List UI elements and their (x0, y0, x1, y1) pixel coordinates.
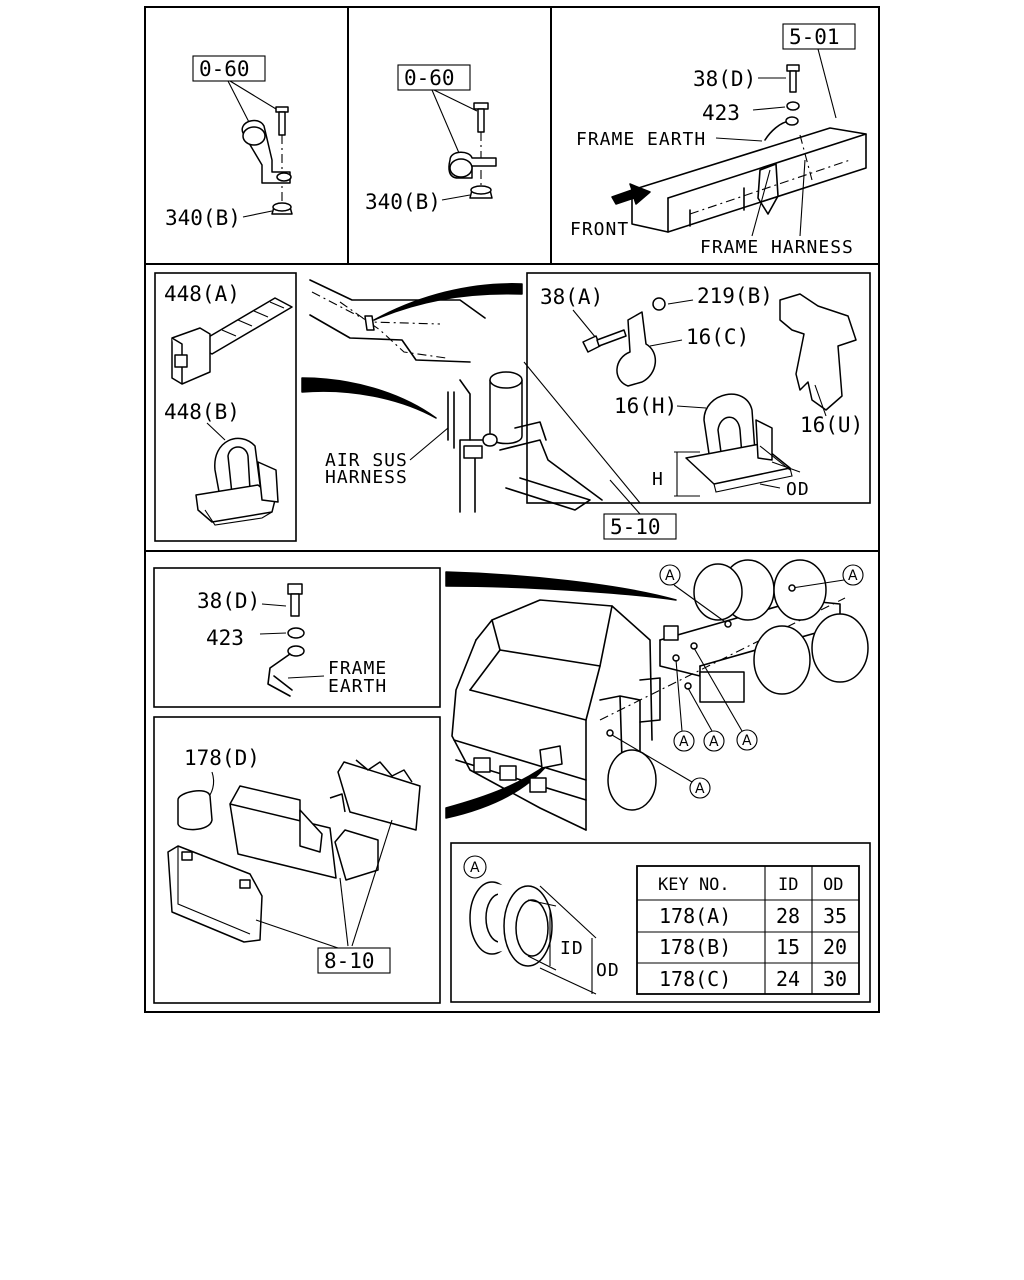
key-table: KEY NO. ID OD 178(A) 28 35 178(B) 15 20 … (636, 865, 860, 995)
label-front: FRONT (570, 219, 629, 240)
panel-frames (144, 6, 880, 1013)
label-38a: 38(A) (540, 285, 603, 309)
table-header-id: ID (778, 875, 798, 895)
label-air-sus: AIR SUS (325, 450, 408, 471)
truck-overview: A A A A A A (445, 559, 869, 831)
frame-earth-detail: 38(D) 423 FRAME EARTH (197, 583, 387, 697)
clamp-assembly-2: 0-60 340(B) (365, 64, 497, 214)
table-row-2-id: 15 (776, 935, 800, 959)
table-header-od: OD (823, 875, 843, 895)
frame-earth-view: 5-01 38(D) 423 FRAME EARTH FRONT FRAME H… (570, 23, 867, 258)
grommet-cover-detail: 178(D) 8-10 (167, 746, 421, 974)
label-16u: 16(U) (800, 413, 863, 437)
marker-a-2: A (848, 568, 858, 584)
label-16c: 16(C) (686, 325, 749, 349)
ref-0-60-a: 0-60 (199, 57, 250, 81)
ref-5-01: 5-01 (789, 25, 840, 49)
table-row-2-od: 20 (823, 935, 847, 959)
label-448a: 448(A) (164, 282, 240, 306)
label-frame-earth-top: FRAME EARTH (576, 129, 706, 150)
label-340b-b: 340(B) (365, 190, 441, 214)
label-dim-h: H (652, 469, 664, 490)
label-38d-top: 38(D) (693, 67, 756, 91)
label-178d: 178(D) (184, 746, 260, 770)
air-suspension-frame-view: AIR SUS HARNESS 5-10 (301, 279, 677, 540)
ref-box-0-60-a (192, 55, 266, 82)
label-frame-harness: FRAME HARNESS (700, 237, 854, 258)
label-harness: HARNESS (325, 467, 408, 488)
label-dim-od: OD (786, 479, 810, 500)
label-423-low: 423 (206, 626, 244, 650)
table-row-3-key: 178(C) (659, 967, 731, 991)
ref-5-10: 5-10 (610, 515, 661, 539)
table-row-3-id: 24 (776, 967, 800, 991)
label-340b-a: 340(B) (165, 206, 241, 230)
ref-box-8-10 (317, 947, 391, 974)
table-header-key: KEY NO. (658, 875, 730, 895)
label-frame-low: FRAME (328, 658, 387, 679)
ref-0-60-b: 0-60 (404, 66, 455, 90)
marker-a-3: A (679, 734, 689, 750)
marker-a-1: A (665, 568, 675, 584)
tie-detail-panel: 448(A) 448(B) (164, 282, 293, 526)
label-grommet-id: ID (560, 938, 584, 959)
label-earth-low: EARTH (328, 676, 387, 697)
ref-box-5-01 (782, 23, 856, 50)
clamp-assembly-1: 0-60 340(B) (165, 55, 293, 230)
table-row-2-key: 178(B) (659, 935, 731, 959)
table-row-3-od: 30 (823, 967, 847, 991)
marker-a-5: A (742, 733, 752, 749)
marker-a-4: A (709, 734, 719, 750)
table-row-1-id: 28 (776, 904, 800, 928)
label-423-top: 423 (702, 101, 740, 125)
ref-box-5-10 (603, 513, 677, 540)
label-grommet-od: OD (596, 960, 620, 981)
marker-a-key: A (470, 860, 480, 876)
marker-a-6: A (695, 781, 705, 797)
table-row-1-key: 178(A) (659, 904, 731, 928)
clip-detail-panel: 38(A) 219(B) 16(C) 16(U) 16(H) H OD (540, 284, 863, 500)
table-row-1-od: 35 (823, 904, 847, 928)
label-448b: 448(B) (164, 400, 240, 424)
grommet-a-detail: A ID OD (463, 855, 620, 995)
label-219b: 219(B) (697, 284, 773, 308)
label-38d-low: 38(D) (197, 589, 260, 613)
label-16h: 16(H) (614, 394, 677, 418)
ref-8-10: 8-10 (324, 949, 375, 973)
